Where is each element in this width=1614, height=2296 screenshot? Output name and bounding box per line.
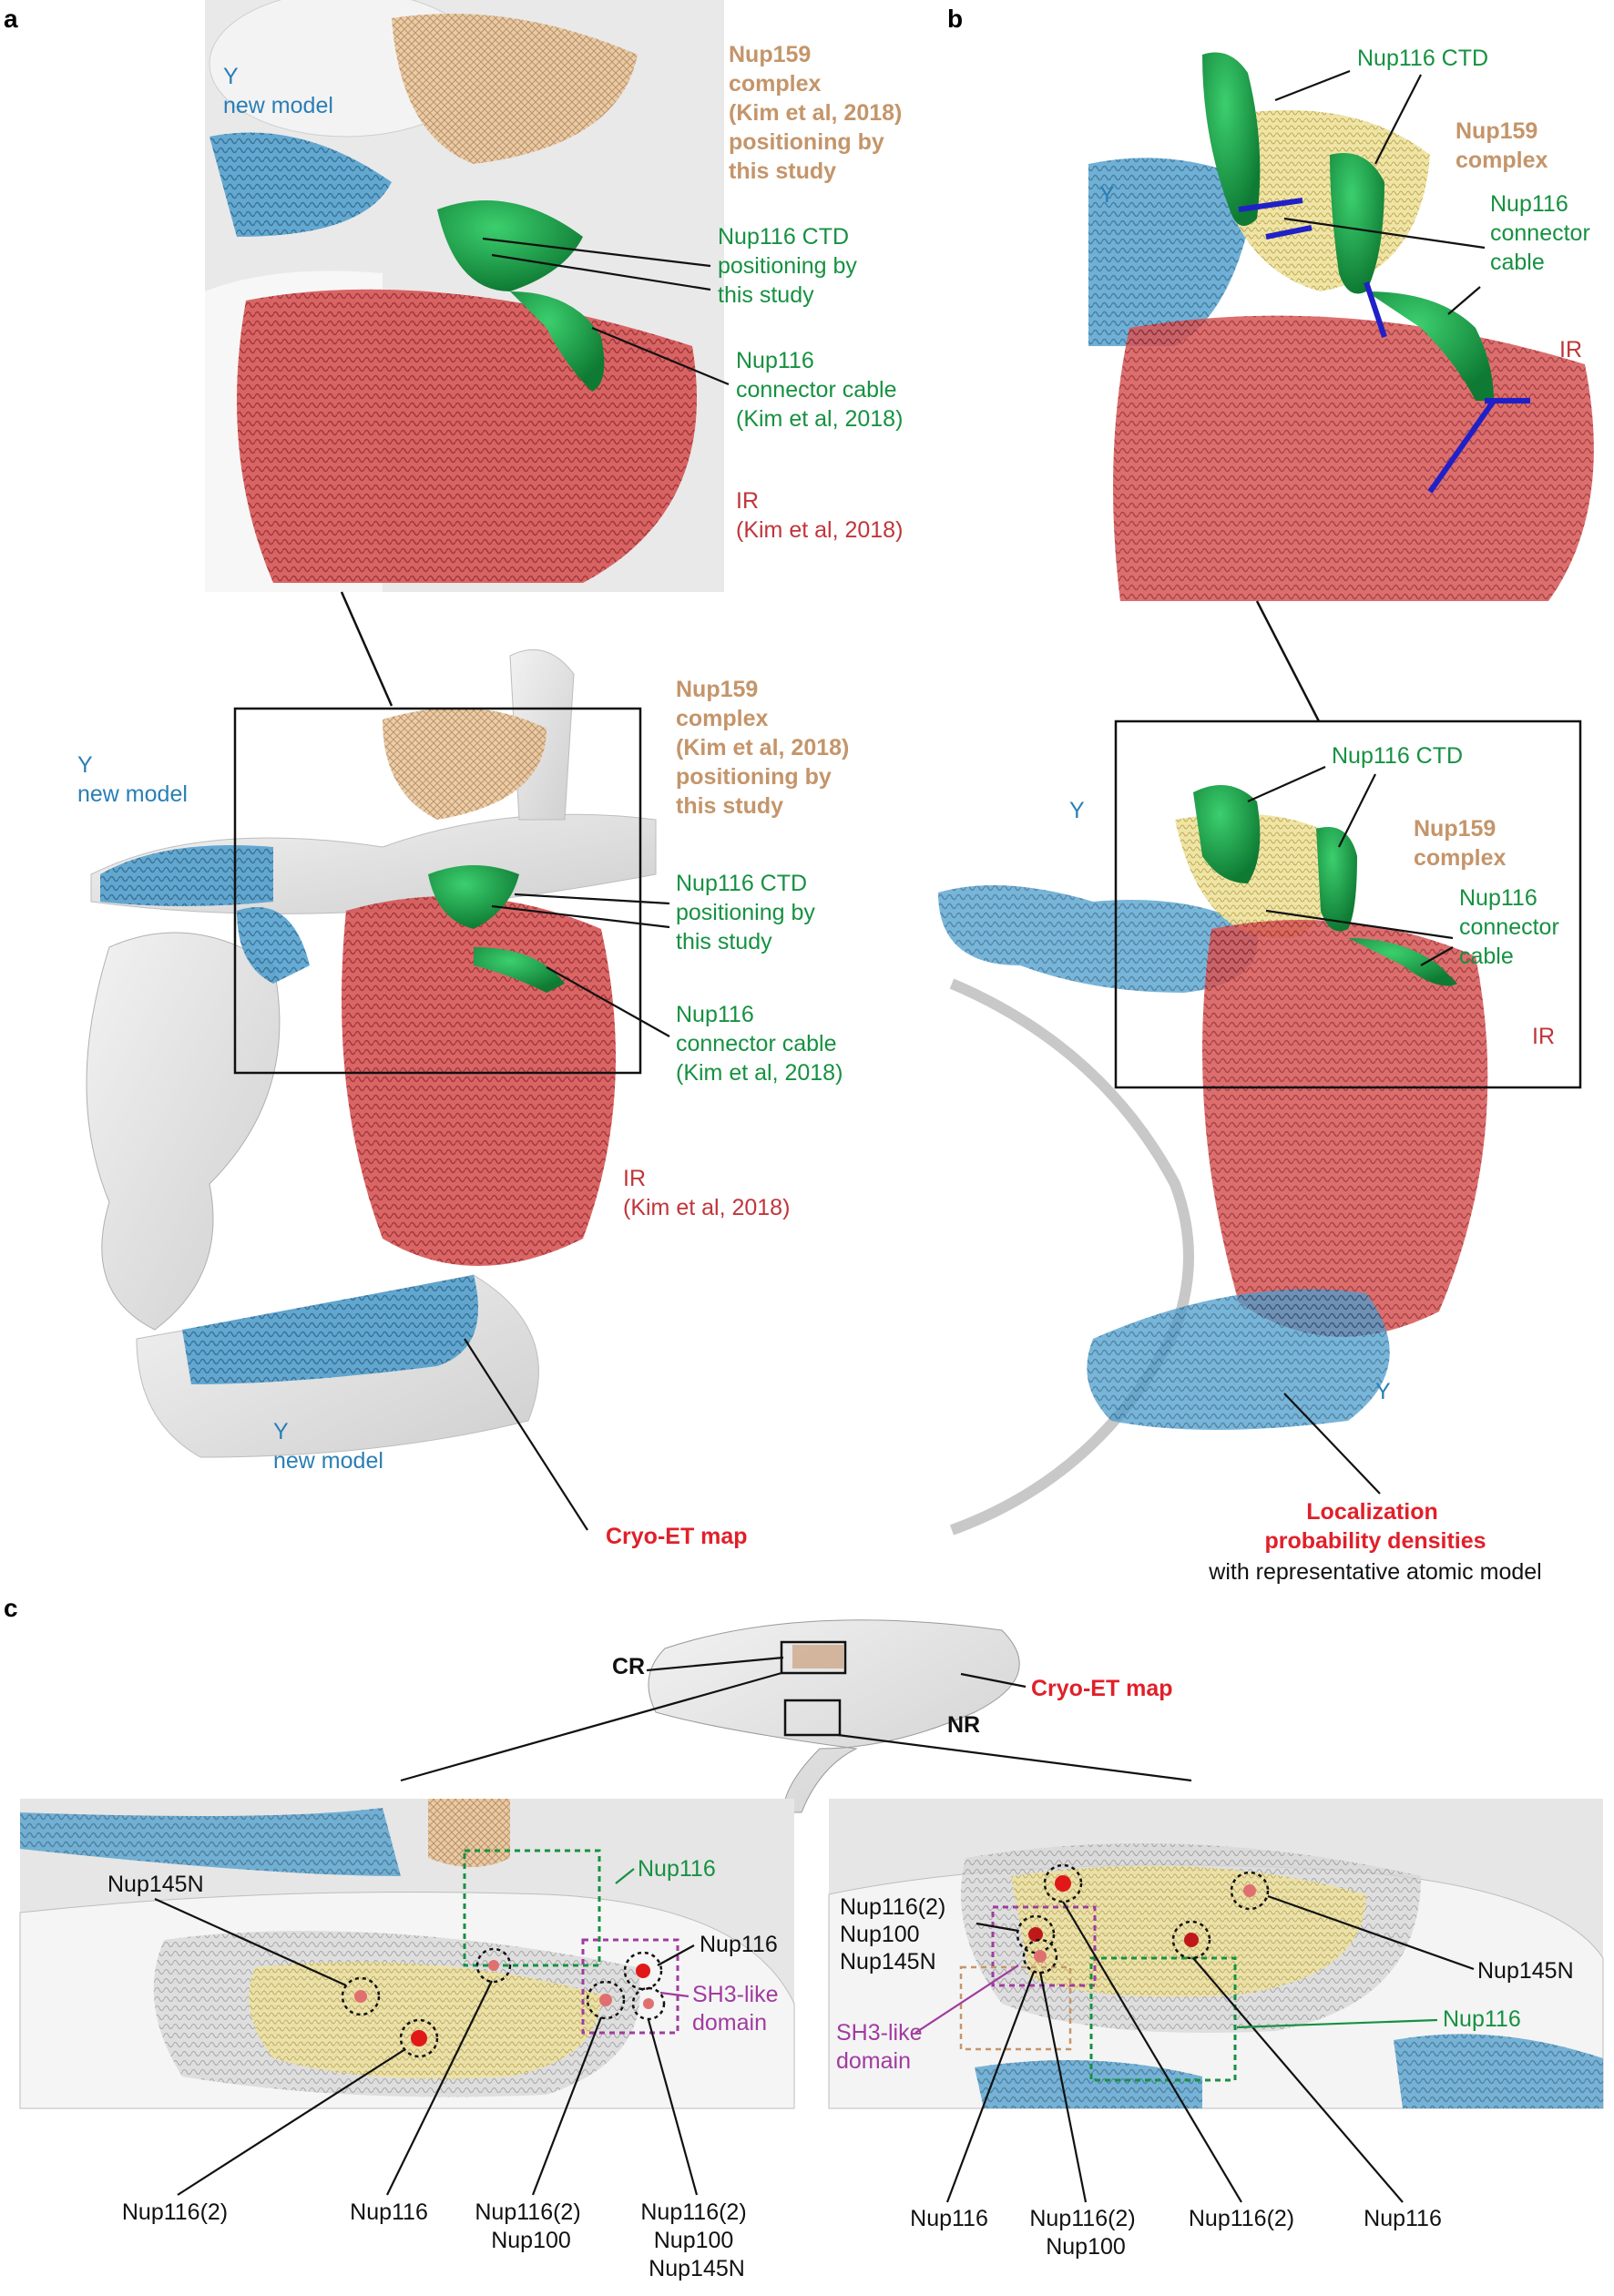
a-inset-leader-lines xyxy=(482,237,730,386)
b-representative-label: with representative atomic model xyxy=(1208,1559,1541,1585)
a-zoom-connector xyxy=(340,591,393,707)
c-right-markers xyxy=(1016,1863,1270,1975)
panel-b-letter: b xyxy=(947,5,963,33)
a-overview-nup159-label: Nup159 complex (Kim et al, 2018) positio… xyxy=(676,677,855,819)
a-overview-ctd-label: Nup116 CTD positioning by this study xyxy=(676,871,822,954)
a-overview-y-top-label: Y new model xyxy=(77,752,188,807)
a-inset-y-label: Y new model xyxy=(223,64,333,118)
panel-b-overview-image xyxy=(938,785,1488,1536)
c-left-bottom-label-4: Nup116(2) Nup100 Nup145N xyxy=(640,2199,752,2281)
c-left-sh3-box xyxy=(581,1938,679,2035)
c-cr-label: CR xyxy=(612,1654,645,1679)
b-overview-leader-lines xyxy=(1247,765,1454,1495)
a-zoom-box xyxy=(233,707,642,1075)
c-overview-connectors xyxy=(400,1656,1192,1782)
b-inset-cable-label: Nup116 connector cable xyxy=(1490,191,1597,275)
b-inset-y-label: Y xyxy=(1099,182,1115,208)
panel-c-left-image xyxy=(19,1799,795,2109)
b-overview-nup159-label: Nup159 complex xyxy=(1414,816,1507,871)
a-inset-nup159-label: Nup159 complex (Kim et al, 2018) positio… xyxy=(729,42,908,184)
panel-c-overview-image xyxy=(648,1619,1020,1813)
a-cryo-et-label: Cryo-ET map xyxy=(606,1524,748,1549)
c-right-bottom-label-4: Nup116 xyxy=(1364,2206,1442,2231)
c-left-nup116-box-pointer xyxy=(615,1868,635,1884)
c-left-nup116-box-label: Nup116 xyxy=(638,1856,716,1882)
b-zoom-box xyxy=(1114,719,1582,1089)
b-overview-cable-label: Nup116 connector cable xyxy=(1459,885,1566,969)
c-left-markers xyxy=(341,1947,666,2058)
a-overview-y-bottom-label: Y new model xyxy=(273,1419,383,1474)
c-right-bottom-label-2: Nup116(2) Nup100 xyxy=(1029,2206,1141,2260)
panel-a-overview-image xyxy=(86,648,657,1458)
c-right-sh3-label: SH3-like domain xyxy=(836,2020,928,2074)
b-overview-y-left-label: Y xyxy=(1069,798,1085,823)
c-left-leader-lines xyxy=(154,1897,699,2196)
c-right-bottom-label-3: Nup116(2) xyxy=(1189,2206,1294,2231)
b-inset-nup159-label: Nup159 complex xyxy=(1456,118,1548,173)
panel-c-right-image xyxy=(828,1799,1604,2109)
c-right-nup116-box xyxy=(1089,1956,1237,2082)
panel-b-inset-image xyxy=(1088,0,1614,601)
c-nr-label: NR xyxy=(947,1712,980,1738)
c-left-nup145n-label: Nup145N xyxy=(107,1872,204,1897)
a-overview-cable-label: Nup116 connector cable (Kim et al, 2018) xyxy=(676,1002,843,1086)
c-left-sh3-label: SH3-like domain xyxy=(692,1982,784,2036)
c-left-bottom-label-1: Nup116(2) xyxy=(122,2199,228,2225)
b-zoom-connector xyxy=(1255,600,1321,722)
c-left-bottom-label-3: Nup116(2) Nup100 xyxy=(475,2199,587,2253)
panel-a-letter: a xyxy=(4,5,18,33)
c-left-sh3-pointer xyxy=(659,1991,690,1998)
c-nr-box xyxy=(783,1699,842,1737)
c-right-nup116-box-label: Nup116 xyxy=(1443,2006,1521,2032)
a-overview-leader-lines xyxy=(464,893,670,1531)
c-right-leader-lines xyxy=(945,1894,1475,2203)
b-overview-ir-label: IR xyxy=(1532,1024,1555,1049)
c-left-nup116-box xyxy=(463,1849,601,1967)
c-right-stack-label: Nup116(2) Nup100 Nup145N xyxy=(840,1894,952,1975)
b-inset-ir-label: IR xyxy=(1559,337,1582,362)
b-overview-y-bottom-label: Y xyxy=(1375,1379,1391,1404)
c-left-bottom-label-2: Nup116 xyxy=(350,2199,428,2225)
c-cryo-et-label: Cryo-ET map xyxy=(1031,1676,1173,1701)
a-inset-ir-label: IR (Kim et al, 2018) xyxy=(736,488,903,543)
c-right-bottom-label-1: Nup116 xyxy=(910,2206,988,2231)
c-left-nup116-right-label: Nup116 xyxy=(700,1932,778,1957)
panel-c-letter: c xyxy=(4,1594,18,1622)
a-inset-ctd-label: Nup116 CTD positioning by this study xyxy=(718,224,863,308)
b-inset-ctd-label: Nup116 CTD xyxy=(1357,46,1488,71)
c-right-sh3-pointer xyxy=(914,1964,1019,2034)
b-localization-label: Localization probability densities xyxy=(1264,1499,1486,1554)
c-right-nup145n-label: Nup145N xyxy=(1477,1958,1574,1984)
c-right-nup116-box-pointer xyxy=(1236,2018,1438,2029)
b-overview-ctd-label: Nup116 CTD xyxy=(1332,743,1463,769)
b-inset-leader-lines xyxy=(1274,69,1486,315)
a-overview-ir-label: IR (Kim et al, 2018) xyxy=(623,1166,790,1220)
a-inset-cable-label: Nup116 connector cable (Kim et al, 2018) xyxy=(736,348,903,432)
panel-a-inset-image xyxy=(205,0,724,592)
